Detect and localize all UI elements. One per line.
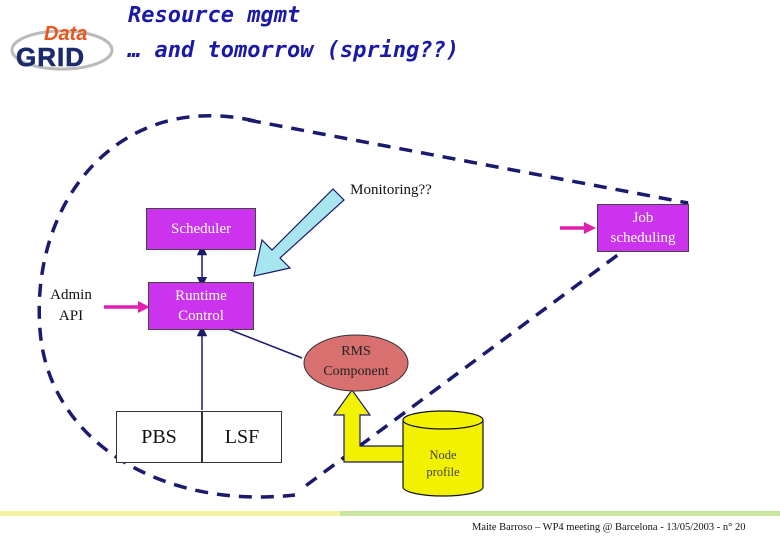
pbs-box: PBS: [116, 411, 202, 463]
logo-text-bottom: GRID: [16, 42, 85, 72]
monitoring-label: Monitoring??: [350, 182, 432, 198]
footer-divider-right: [340, 511, 780, 516]
lsf-label: LSF: [224, 426, 260, 448]
node-profile-line2: profile: [426, 465, 460, 479]
admin-api-line2: API: [58, 308, 84, 324]
monitoring-block-arrow: [253, 188, 345, 277]
logo-text-top: Data: [44, 23, 87, 45]
job-scheduling-line2: scheduling: [610, 230, 676, 246]
runtime-rms-connector: [227, 328, 303, 359]
node-profile-label: Node profile: [410, 447, 476, 481]
job-scheduling-line1: Job: [632, 210, 654, 226]
node-profile-block-arrow: [332, 388, 405, 463]
footer-text: Maite Barroso – WP4 meeting @ Barcelona …: [472, 522, 746, 533]
slide-title: Resource mgmt: [128, 3, 301, 28]
datagrid-logo: Data GRID: [10, 23, 114, 72]
node-profile-line1: Node: [429, 448, 457, 462]
job-arrow-head: [584, 222, 596, 234]
rms-line1: RMS: [341, 344, 371, 359]
dashed-triangle-top: [247, 118, 689, 205]
slide-subtitle: … and tomorrow (spring??): [128, 38, 460, 63]
pbs-label: PBS: [141, 426, 177, 448]
runtime-control-line2: Control: [178, 308, 224, 324]
scheduler-box: Scheduler: [146, 208, 256, 250]
lsf-box: LSF: [202, 411, 282, 463]
dashed-triangle-bottom: [298, 201, 690, 492]
admin-api-label: Admin API: [38, 285, 104, 327]
runtime-control-box: Runtime Control: [148, 282, 254, 330]
footer-divider: [0, 511, 340, 516]
scheduler-label: Scheduler: [171, 221, 231, 237]
rms-component-ellipse: [303, 334, 409, 392]
dashed-scope-outline: [37, 114, 296, 499]
runtime-control-line1: Runtime: [175, 288, 227, 304]
admin-api-line1: Admin: [50, 287, 92, 303]
node-profile-cylinder-top: [402, 410, 484, 430]
node-profile-cylinder-body: [402, 420, 484, 497]
rms-component-label: RMS Component: [300, 342, 412, 382]
rms-line2: Component: [323, 364, 389, 379]
admin-arrow-head: [138, 301, 150, 313]
job-scheduling-box: Job scheduling: [597, 204, 689, 252]
